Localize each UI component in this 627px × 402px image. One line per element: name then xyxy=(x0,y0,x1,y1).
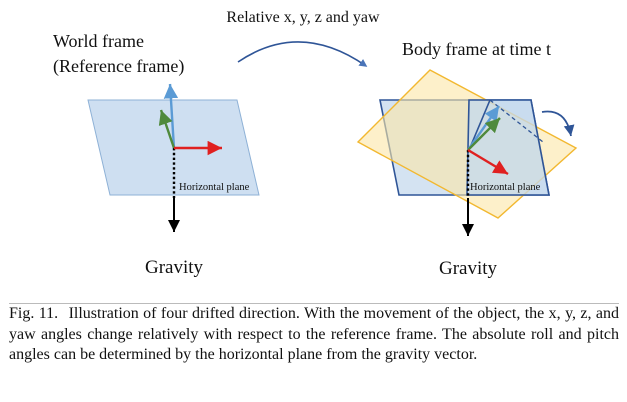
y-axis-right xyxy=(467,117,501,151)
z-axis-right xyxy=(467,105,500,151)
y-axis-left xyxy=(158,109,176,149)
gravity-label-right: Gravity xyxy=(439,258,498,279)
horizontal-plane-label-left: Horizontal plane xyxy=(179,182,250,193)
caption-figure-number: Fig. 11. xyxy=(9,305,59,322)
caption-text: Illustration of four drifted direction. … xyxy=(9,305,620,363)
yaw-rotation-arrow xyxy=(541,110,575,137)
figure-caption: Fig. 11. Illustration of four drifted di… xyxy=(9,303,619,366)
reference-frame-title: (Reference frame) xyxy=(53,56,184,77)
horizontal-plane-label-right: Horizontal plane xyxy=(470,182,541,193)
relative-motion-label: Relative x, y, z and yaw xyxy=(226,9,380,26)
world-frame-title: World frame xyxy=(53,31,144,51)
relative-motion-arrow xyxy=(237,41,368,67)
x-axis-right xyxy=(467,148,509,176)
rotated-plane-dashed xyxy=(489,99,544,143)
drifted-direction-diagram: Relative x, y, z and yaw World frame (Re… xyxy=(53,9,578,279)
gravity-label-left: Gravity xyxy=(145,257,204,278)
body-frame-title: Body frame at time t xyxy=(402,39,551,59)
